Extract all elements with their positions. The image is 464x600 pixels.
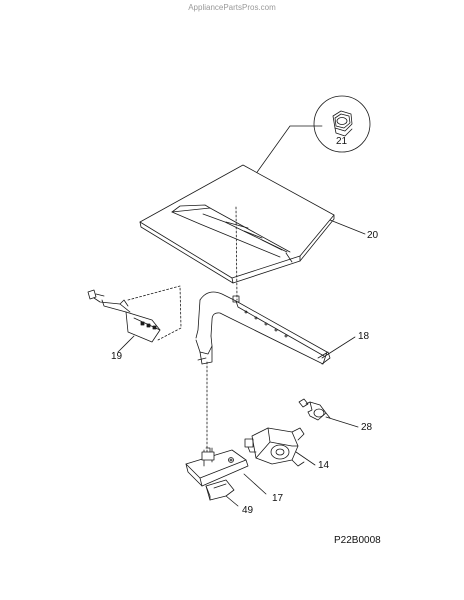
- valve-part: [244, 427, 305, 467]
- leader-20: [329, 219, 366, 235]
- clip-part: [205, 479, 235, 501]
- callout-28: 28: [361, 422, 373, 433]
- watermark: AppliancePartsPros.com: [188, 3, 276, 12]
- callout-49: 49: [242, 505, 254, 516]
- leader-14: [295, 451, 316, 466]
- leader-28: [325, 416, 359, 428]
- callout-20: 20: [367, 230, 379, 241]
- callout-19: 19: [111, 351, 123, 362]
- nut-detail-circle: [313, 95, 371, 153]
- burner-tube-part: [195, 291, 331, 365]
- diagram-code: P22B0008: [334, 535, 381, 546]
- orifice-bracket-part: [185, 447, 249, 487]
- igniter-part: [87, 289, 161, 343]
- callout-18: 18: [358, 331, 370, 342]
- burner-shield-part: [139, 164, 335, 284]
- callout-21: 21: [336, 136, 348, 147]
- fitting-part: [298, 398, 331, 421]
- leader-49: [225, 495, 239, 507]
- leader-19: [117, 335, 135, 353]
- alignment-lines: [127, 206, 238, 456]
- leader-18: [321, 336, 356, 359]
- callout-14: 14: [318, 460, 330, 471]
- callout-17: 17: [272, 493, 284, 504]
- leader-17: [243, 473, 267, 495]
